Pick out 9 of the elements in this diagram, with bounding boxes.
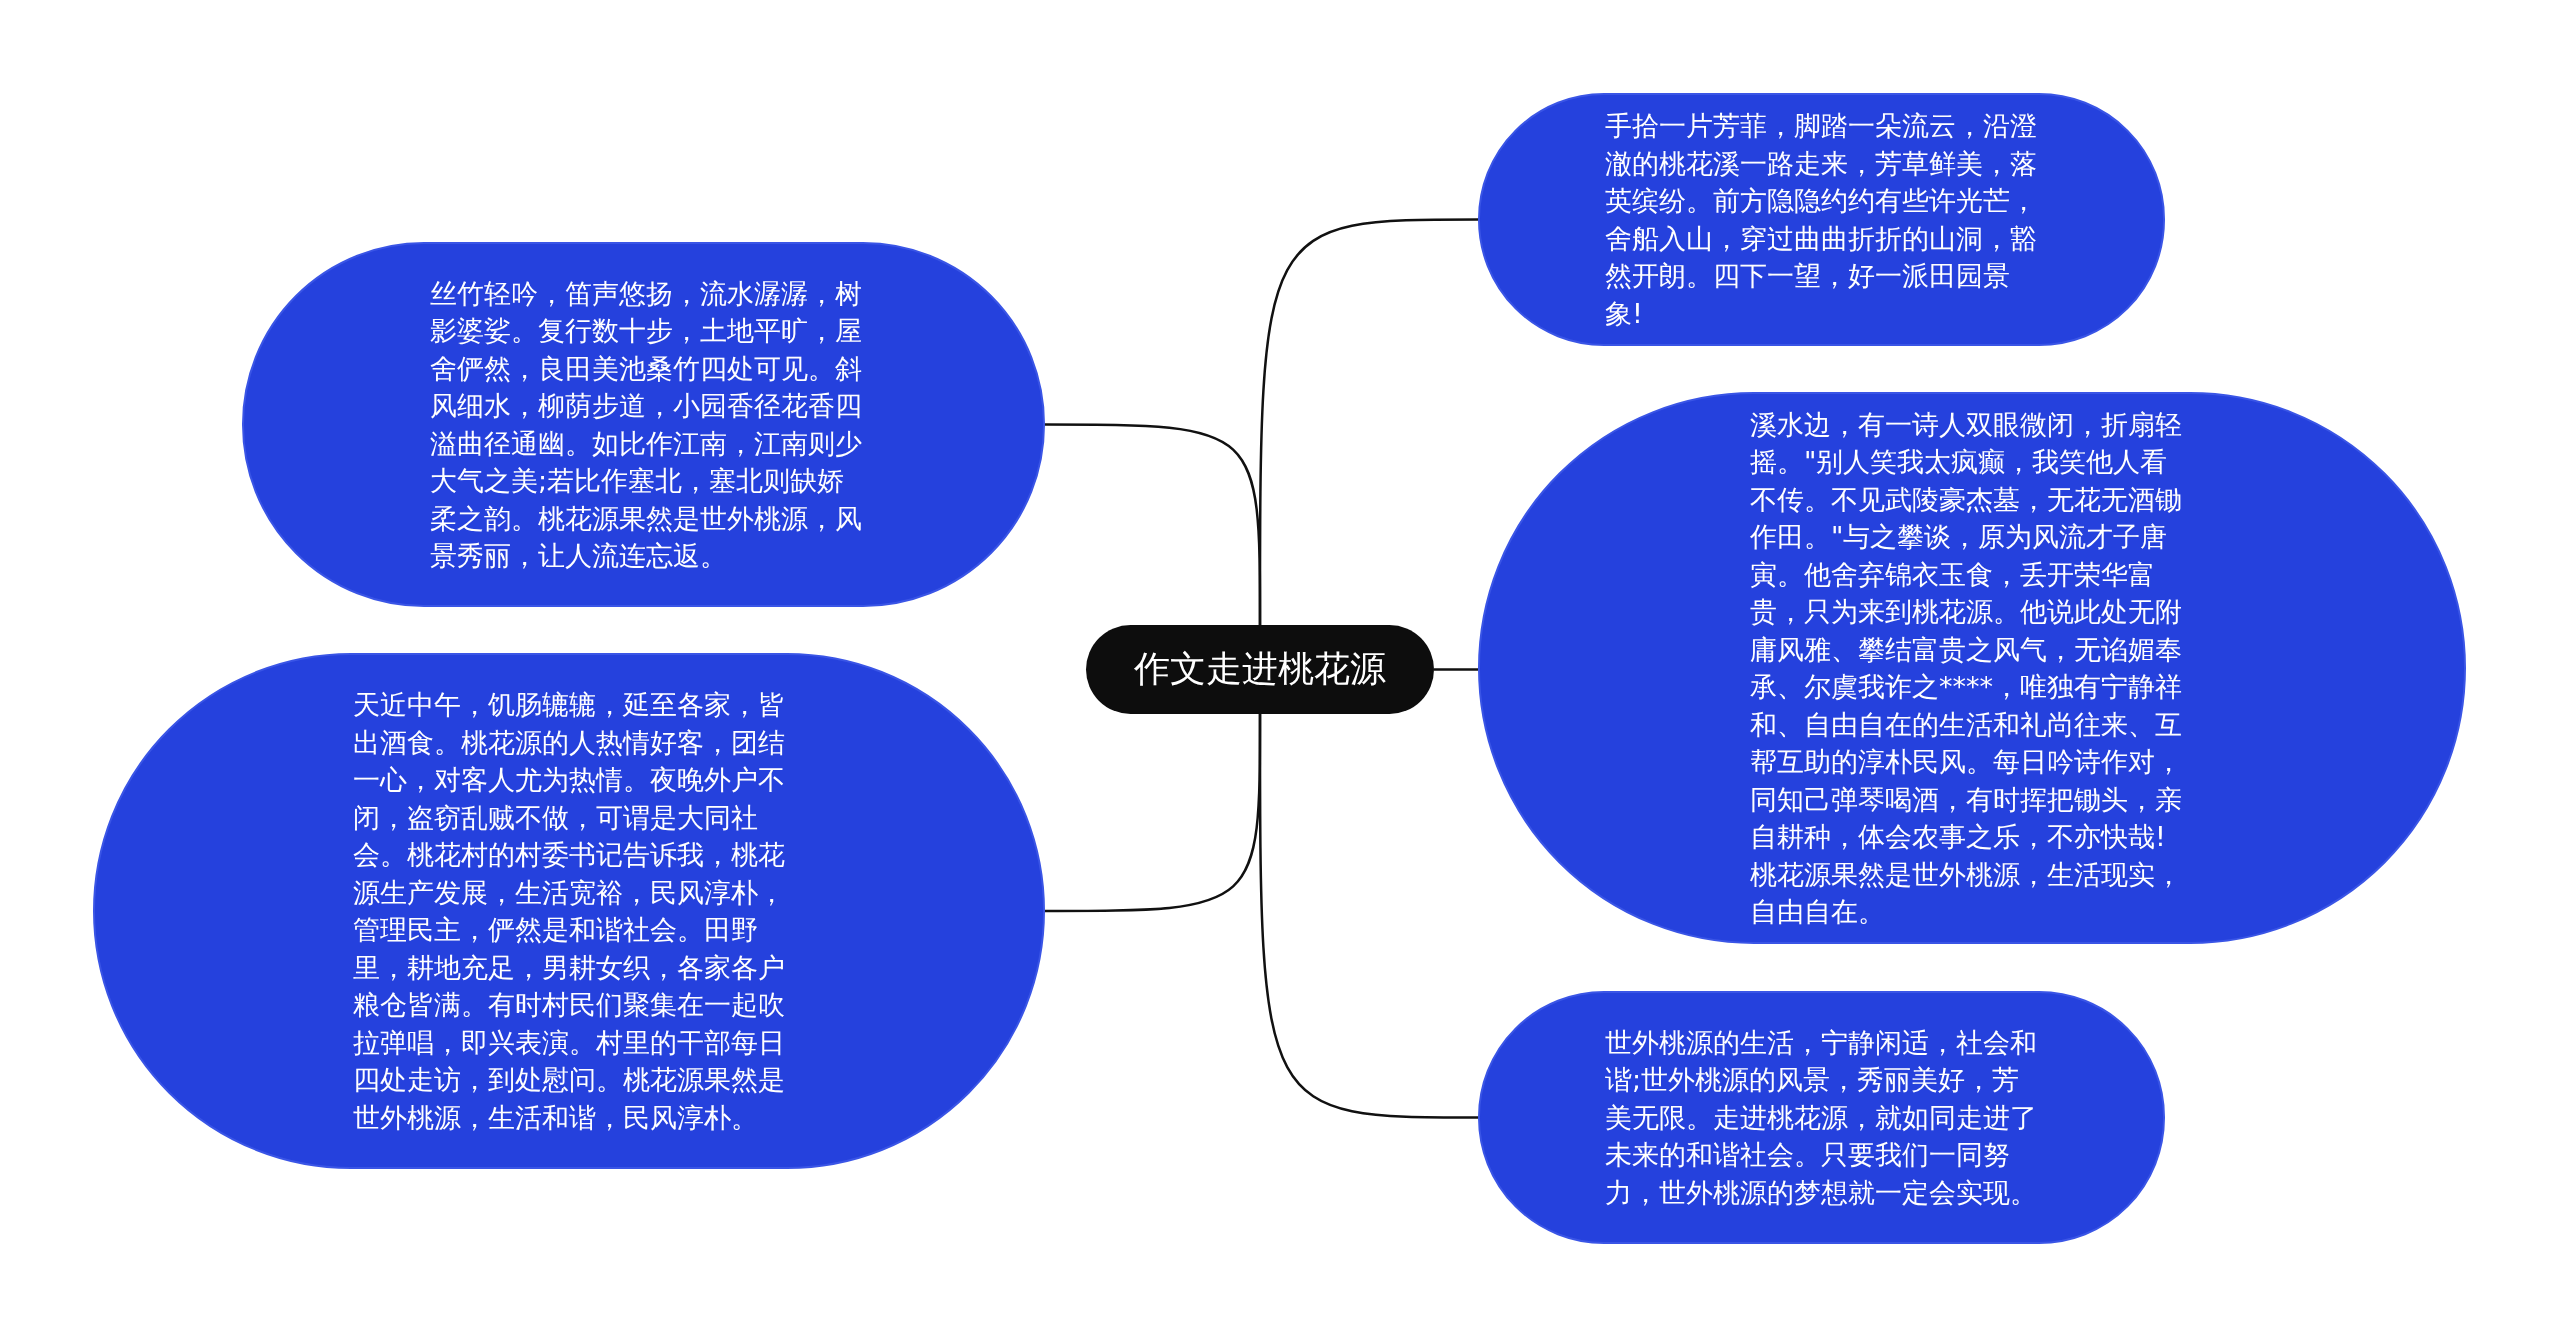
central-topic: 作文走进桃花源 bbox=[1086, 625, 1434, 714]
topic-text: 丝竹轻吟，笛声悠扬，流水潺潺，树影婆娑。复行数十步，土地平旷，屋舍俨然，良田美池桑竹四处可见。斜风细水，柳荫步道，小园香径花香四溢曲径通幽。如比作江南，江南则少大气之美;若比作塞北，塞北则缺娇柔之韵。桃花源果然是世外桃源，风景秀丽，让人流连忘返。 bbox=[430, 276, 863, 573]
topic-text: 天近中午，饥肠辘辘，延至各家，皆出酒食。桃花源的人热情好客，团结一心，对客人尤为热情。夜晚外户不闭，盗窃乱贼不做，可谓是大同社会。桃花村的村委书记告诉我，桃花源生产发展，生活宽裕，民风淳朴，管理民主，俨然是和谐社会。田野里，耕地充足，男耕女织，各家各户粮仓皆满。有时村民们聚集在一起吹拉弹唱，即兴表演。村里的干部每日四处走访，到处慰问。桃花源果然是世外桃源，生活和谐，民风淳朴。 bbox=[353, 688, 786, 1135]
topic-text: 溪水边，有一诗人双眼微闭，折扇轻摇。"别人笑我太疯癫，我笑他人看不传。不见武陵豪杰墓，无花无酒锄作田。"与之攀谈，原为风流才子唐寅。他舍弃锦衣玉食，丢开荣华富贵，只为来到桃花源。他说此处无附庸风雅、攀结富贵之风气，无谄媚奉承、尔虞我诈之****，唯独有宁静祥和、自由自在的生活和礼尚往来、互帮互助的淳朴民风。每日吟诗作对，同知己弹琴喝酒，有时挥把锄头，亲自耕种，体会农事之乐，不亦快哉!桃花源果然是世外桃源，生活现实，自由自在。 bbox=[1750, 407, 2183, 929]
connector bbox=[1045, 423, 1262, 625]
topic-text: 手拾一片芳菲，脚踏一朵流云，沿澄澈的桃花溪一路走来，芳草鲜美，落英缤纷。前方隐隐约约有些许光芒，舍船入山，穿过曲曲折折的山洞，豁然开朗。四下一望，好一派田园景象! bbox=[1605, 109, 2038, 331]
topic-text: 世外桃源的生活，宁静闲适，社会和谐;世外桃源的风景，秀丽美好，芳美无限。走进桃花源，就如同走进了未来的和谐社会。只要我们一同努力，世外桃源的梦想就一定会实现。 bbox=[1605, 1025, 2038, 1210]
connector bbox=[1045, 714, 1262, 913]
connector bbox=[1434, 668, 1478, 671]
